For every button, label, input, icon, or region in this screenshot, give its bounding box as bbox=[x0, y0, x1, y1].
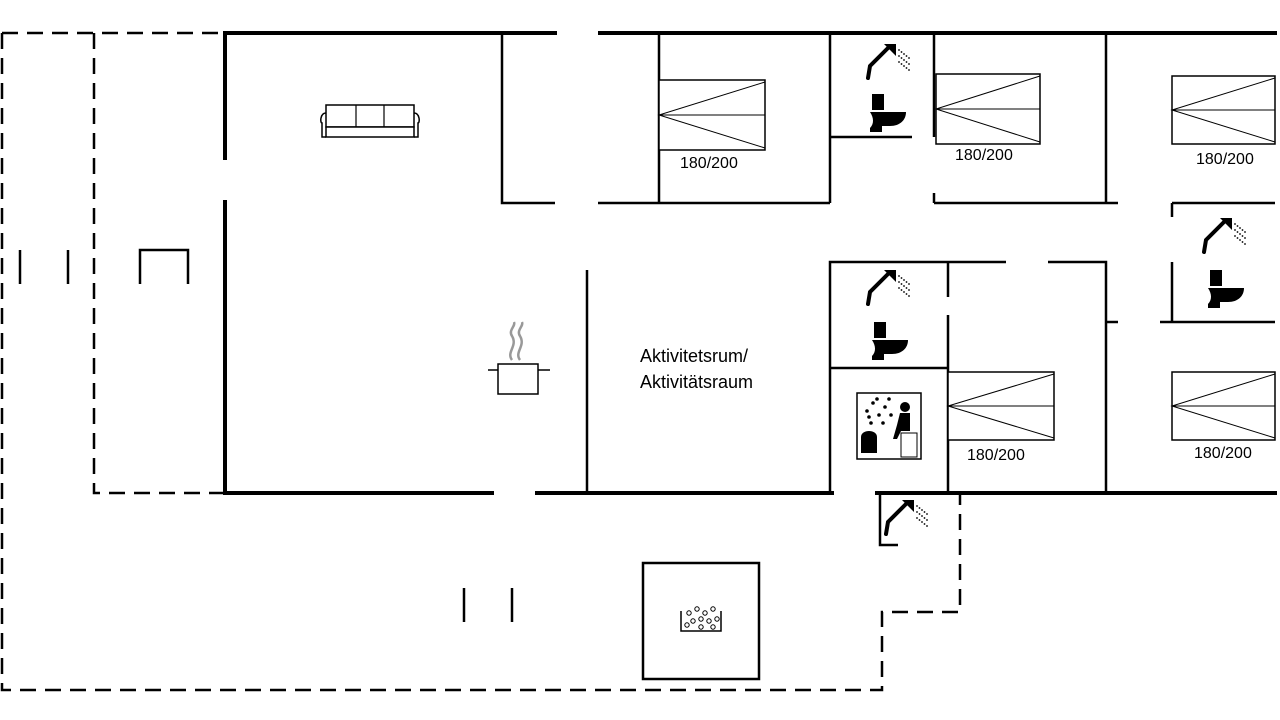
bed-icon bbox=[1170, 75, 1276, 145]
hot-tub-enclosure bbox=[641, 561, 761, 681]
sofa-icon bbox=[320, 104, 420, 138]
cooking-pot-icon bbox=[488, 321, 550, 395]
activity-room-label-da: Aktivitetsrum/ bbox=[640, 346, 748, 366]
bed-size-label: 180/200 bbox=[1196, 151, 1254, 168]
shower-icon bbox=[884, 500, 928, 536]
toilet-icon bbox=[1208, 270, 1244, 308]
bed-icon bbox=[657, 79, 766, 151]
shower-icon bbox=[1202, 218, 1246, 254]
toilet-icon bbox=[872, 322, 908, 360]
bed-size-label: 180/200 bbox=[967, 447, 1025, 464]
sauna-icon bbox=[856, 392, 922, 460]
shower-icon bbox=[866, 270, 910, 306]
toilet-icon bbox=[870, 94, 906, 132]
bed-icon bbox=[934, 73, 1041, 145]
shower-icon bbox=[866, 44, 910, 80]
bed-size-label: 180/200 bbox=[680, 155, 738, 172]
bed-size-label: 180/200 bbox=[955, 147, 1013, 164]
bed-icon bbox=[946, 371, 1055, 441]
exterior-walls bbox=[223, 31, 1277, 495]
interior-walls bbox=[500, 33, 1275, 547]
bed-icon bbox=[1170, 371, 1276, 441]
terrace-outline bbox=[0, 31, 962, 692]
bed-size-label: 180/200 bbox=[1194, 445, 1252, 462]
icon-layer: 180/200 180/200 180/200 180/200 180/200 bbox=[320, 44, 1276, 632]
activity-room-label-de: Aktivitätsraum bbox=[640, 372, 753, 392]
terrace-posts bbox=[18, 248, 514, 622]
hot-tub-icon bbox=[680, 606, 722, 632]
